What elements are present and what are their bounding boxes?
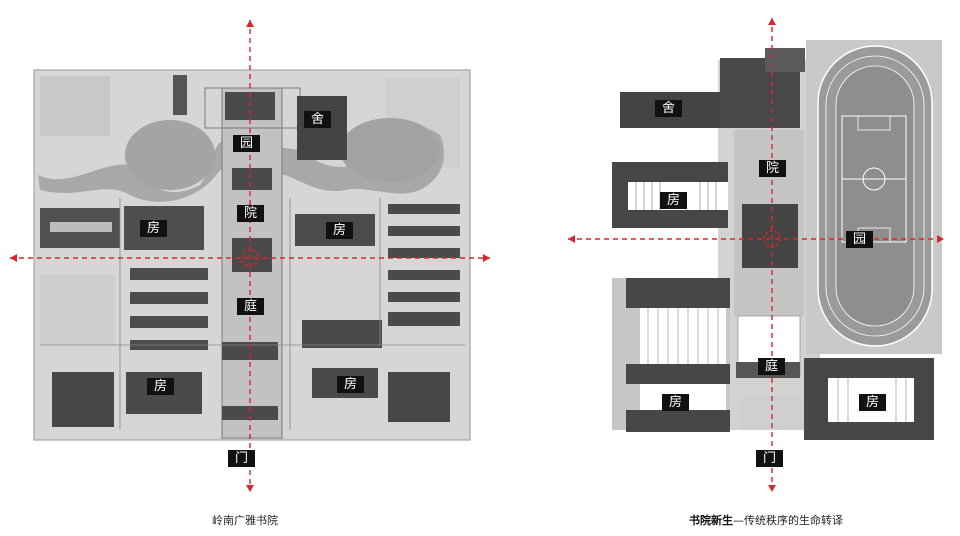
right-caption: 书院新生—传统秩序的生命转译 [689, 512, 843, 528]
left-label-men: 门 [228, 450, 256, 467]
right-caption-rest: —传统秩序的生命转译 [733, 514, 843, 527]
right-label-fang-lower-right: 房 [859, 394, 887, 411]
right-label-fang-left: 房 [660, 192, 688, 209]
left-hall [232, 238, 272, 272]
left-hall [232, 168, 272, 190]
left-label-fang-upper-right: 房 [326, 222, 354, 239]
left-label-she: 舍 [304, 111, 332, 128]
arrow-left-icon [10, 254, 17, 262]
left-label-fang-lower-left: 房 [147, 378, 175, 395]
left-hall [222, 342, 278, 360]
right-label-men: 门 [756, 450, 784, 467]
right-label-fang-lower-left: 房 [662, 394, 690, 411]
left-label-yuan: 园 [233, 135, 261, 152]
right-center-hall [742, 204, 798, 268]
left-caption: 岭南广雅书院 [212, 514, 278, 527]
right-label-yuan-court: 院 [759, 160, 787, 177]
left-label-fang-upper-left: 房 [140, 220, 168, 237]
left-dorm-block [52, 372, 114, 427]
arrow-up-icon [768, 18, 776, 25]
left-she-block [297, 96, 347, 160]
right-dorm-block [626, 278, 730, 308]
right-label-she: 舍 [655, 100, 683, 117]
arrow-left-icon [568, 235, 575, 243]
right-center-circle-icon [763, 230, 781, 248]
arrow-up-icon [246, 20, 254, 27]
left-garden-plot [40, 76, 110, 136]
arrow-right-icon [483, 254, 490, 262]
right-label-ting: 庭 [758, 358, 786, 375]
left-label-ting: 庭 [237, 298, 265, 315]
left-label-fang-lower-right: 房 [337, 376, 365, 393]
arrow-down-icon [246, 485, 254, 492]
arrow-right-icon [937, 235, 944, 243]
left-center-circle-icon [241, 249, 259, 267]
left-hall [222, 406, 278, 420]
arrow-down-icon [768, 485, 776, 492]
left-dorm-block [388, 372, 450, 422]
right-caption-bold: 书院新生 [689, 514, 733, 527]
right-label-yuan: 园 [846, 231, 874, 248]
left-label-yuan-court: 院 [237, 205, 265, 222]
